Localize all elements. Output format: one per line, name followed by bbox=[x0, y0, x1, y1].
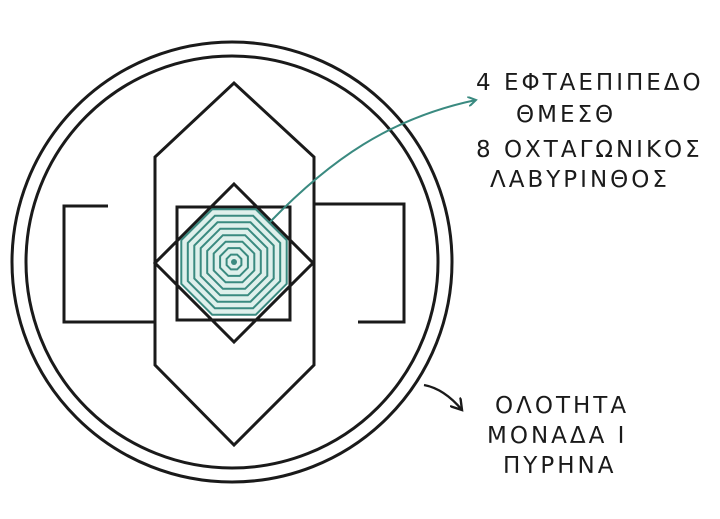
inner-diamond bbox=[152, 181, 316, 345]
label-top-line-4: ΛΑΒΥΡΙΝΘΟΣ bbox=[490, 167, 670, 193]
black-pointer-arrow bbox=[423, 383, 462, 410]
label-top-line-3: 8 ΟΧΤΑΓΩΝΙΚΟΣ bbox=[476, 137, 703, 163]
octagonal-spiral bbox=[180, 208, 288, 316]
label-bottom-line-3: ΠΥΡΗΝΑ bbox=[503, 453, 617, 479]
spiral-ring bbox=[193, 221, 275, 303]
outer-ring bbox=[10, 40, 454, 484]
inner-square bbox=[175, 205, 292, 322]
label-bottom-line-1: ΟΛΟΤΗΤΑ bbox=[495, 393, 630, 419]
label-top-line-2: ΘΜΕΣΘ bbox=[516, 102, 617, 128]
inner-ring bbox=[24, 54, 440, 470]
teal-pointer-arrow bbox=[269, 100, 476, 223]
spiral-ring bbox=[186, 214, 282, 310]
label-top-line-1: 4 ΕΦΤΑΕΠΙΠΕΔΟ bbox=[476, 70, 704, 96]
spiral-center bbox=[231, 259, 237, 265]
spiral-ring bbox=[206, 234, 262, 290]
spiral-ring bbox=[212, 240, 256, 284]
spiral-ring bbox=[199, 227, 269, 297]
spiral-ring bbox=[219, 247, 249, 277]
label-bottom-line-2: ΜΟΝΑΔΑ Ι bbox=[487, 423, 628, 449]
maze-bottom-arm bbox=[62, 204, 316, 448]
spiral-ring bbox=[225, 253, 243, 271]
